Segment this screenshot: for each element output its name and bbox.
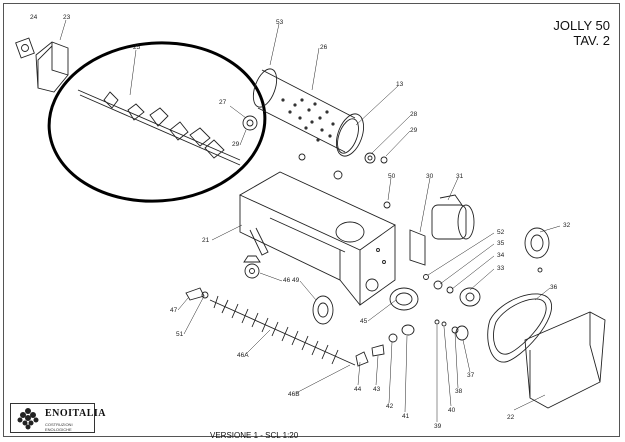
label-part-42: 42	[386, 403, 394, 410]
label-part-46A: 46A	[237, 352, 249, 359]
small-bolt	[298, 153, 306, 161]
label-part-13: 13	[396, 81, 404, 88]
part-27-bearing	[242, 115, 258, 131]
drawing-frame	[3, 3, 620, 437]
part-45-gasket	[389, 287, 419, 311]
label-part-41: 41	[402, 413, 410, 420]
part-44-wingnut	[355, 351, 369, 367]
label-part-46: 46	[283, 277, 291, 284]
label-part-49: 49	[292, 277, 300, 284]
label-part-53: 53	[276, 19, 284, 26]
highlight-ellipse	[47, 41, 267, 203]
part-40-washer	[441, 321, 447, 327]
part-50-bolt	[383, 201, 391, 209]
part-34-key	[446, 286, 454, 294]
part-28-washer	[364, 152, 376, 164]
part-29-nut	[380, 156, 388, 164]
label-part-40: 40	[448, 407, 456, 414]
brand-name: ENOITALIA	[45, 408, 106, 419]
label-part-31: 31	[456, 173, 464, 180]
part-25-paddle-shaft	[77, 89, 241, 166]
label-part-24: 24	[30, 14, 38, 21]
part-21-hopper-body	[239, 171, 396, 306]
label-part-39: 39	[434, 423, 442, 430]
label-part-38: 38	[455, 388, 463, 395]
part-47-flange	[185, 287, 205, 301]
label-part-26: 26	[320, 44, 328, 51]
label-part-25: 25	[133, 44, 141, 51]
version-scale-label: VERSIONE 1 - SCL 1:20	[210, 431, 299, 440]
label-part-47: 47	[170, 307, 178, 314]
part-42-washer	[388, 333, 398, 343]
part-51-ring	[201, 291, 209, 299]
drum-perforations	[281, 98, 335, 142]
part-26-sieve-drum	[252, 68, 365, 157]
title-model: JOLLY 50	[553, 18, 610, 33]
part-35-hub	[433, 280, 443, 290]
part-49-flange	[312, 295, 334, 325]
part-31-motor	[431, 194, 475, 240]
label-part-23: 23	[63, 14, 71, 21]
label-part-35: 35	[497, 240, 505, 247]
part-38-bushing	[451, 326, 459, 334]
label-part-33: 33	[497, 265, 505, 272]
label-part-21: 21	[202, 237, 210, 244]
label-part-29b: 29	[410, 127, 418, 134]
part-23-housing	[35, 41, 69, 93]
part-52-screw	[423, 274, 429, 280]
part-46-caster	[243, 255, 261, 279]
label-part-46B: 46B	[288, 391, 300, 398]
part-46A-auger	[209, 295, 356, 366]
part-41-hub	[401, 324, 415, 336]
grape-logo-icon	[17, 408, 39, 430]
label-part-52: 52	[497, 229, 505, 236]
part-22-belt-guard	[524, 311, 606, 409]
part-36-belt	[487, 293, 553, 363]
part-30-bracket	[409, 229, 426, 266]
brand-logo: ENOITALIA COSTRUZIONI ENOLOGICHE	[10, 403, 106, 433]
label-part-36: 36	[550, 284, 558, 291]
label-part-45: 45	[360, 318, 368, 325]
label-part-50: 50	[388, 173, 396, 180]
label-part-37: 37	[467, 372, 475, 379]
label-part-43: 43	[373, 386, 381, 393]
label-part-44: 44	[354, 386, 362, 393]
title-table: TAV. 2	[573, 33, 610, 48]
part-43-nut	[371, 344, 385, 357]
label-part-34: 34	[497, 252, 505, 259]
part-32-pulley	[524, 227, 550, 259]
label-part-28: 28	[410, 111, 418, 118]
label-part-29a: 29	[232, 141, 240, 148]
label-part-51: 51	[176, 331, 184, 338]
part-33-pulley	[459, 287, 481, 307]
part-24-flange	[15, 37, 35, 59]
label-part-30: 30	[426, 173, 434, 180]
brand-tagline: COSTRUZIONI ENOLOGICHE	[45, 422, 73, 432]
label-part-22: 22	[507, 414, 515, 421]
part-39-nut	[434, 319, 440, 325]
label-part-32: 32	[563, 222, 571, 229]
label-part-27: 27	[219, 99, 227, 106]
small-washer	[333, 170, 343, 180]
drawing-title: JOLLY 50 TAV. 2	[520, 18, 610, 48]
